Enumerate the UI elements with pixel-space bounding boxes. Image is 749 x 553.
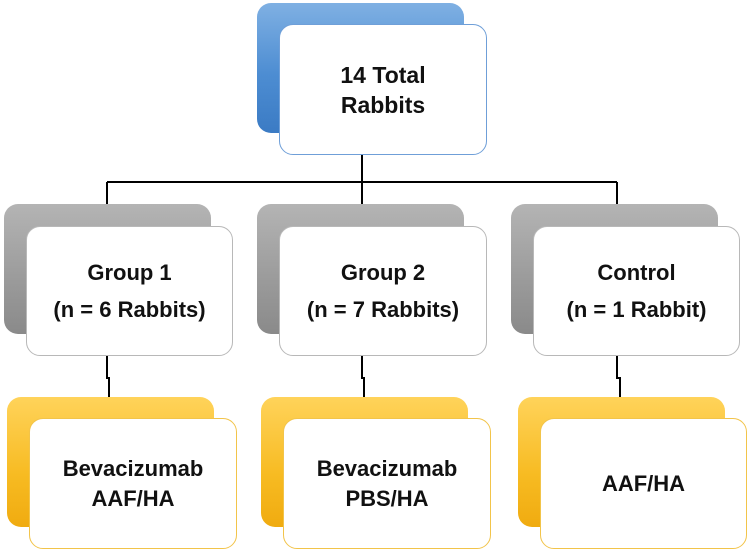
treatment-3-node: AAF/HA: [540, 418, 747, 549]
group-1-count: (n = 6 Rabbits): [53, 297, 206, 322]
treatment-2-vehicle: PBS/HA: [345, 485, 429, 511]
treatment-2-drug: Bevacizumab: [316, 455, 458, 481]
group-2-count: (n = 7 Rabbits): [306, 297, 460, 322]
connector-group-1-treatment: [106, 356, 110, 398]
control-title: Control: [597, 260, 676, 285]
connector-control-treatment: [616, 356, 621, 398]
root-node: 14 Total Rabbits: [279, 24, 487, 155]
group-1-node: Group 1 (n = 6 Rabbits): [26, 226, 233, 356]
root-node-line-1: 14 Total: [340, 61, 426, 88]
group-1-title: Group 1: [87, 260, 172, 285]
control-count: (n = 1 Rabbit): [566, 297, 707, 322]
treatment-3-vehicle: AAF/HA: [601, 470, 686, 496]
treatment-1-drug: Bevacizumab: [62, 455, 204, 481]
treatment-1-node: Bevacizumab AAF/HA: [29, 418, 237, 549]
group-2-title: Group 2: [340, 260, 426, 285]
treatment-1-vehicle: AAF/HA: [91, 485, 175, 511]
connector-group-2-treatment: [361, 356, 365, 398]
root-node-line-2: Rabbits: [340, 91, 426, 118]
group-2-node: Group 2 (n = 7 Rabbits): [279, 226, 487, 356]
control-node: Control (n = 1 Rabbit): [533, 226, 740, 356]
treatment-2-node: Bevacizumab PBS/HA: [283, 418, 491, 549]
